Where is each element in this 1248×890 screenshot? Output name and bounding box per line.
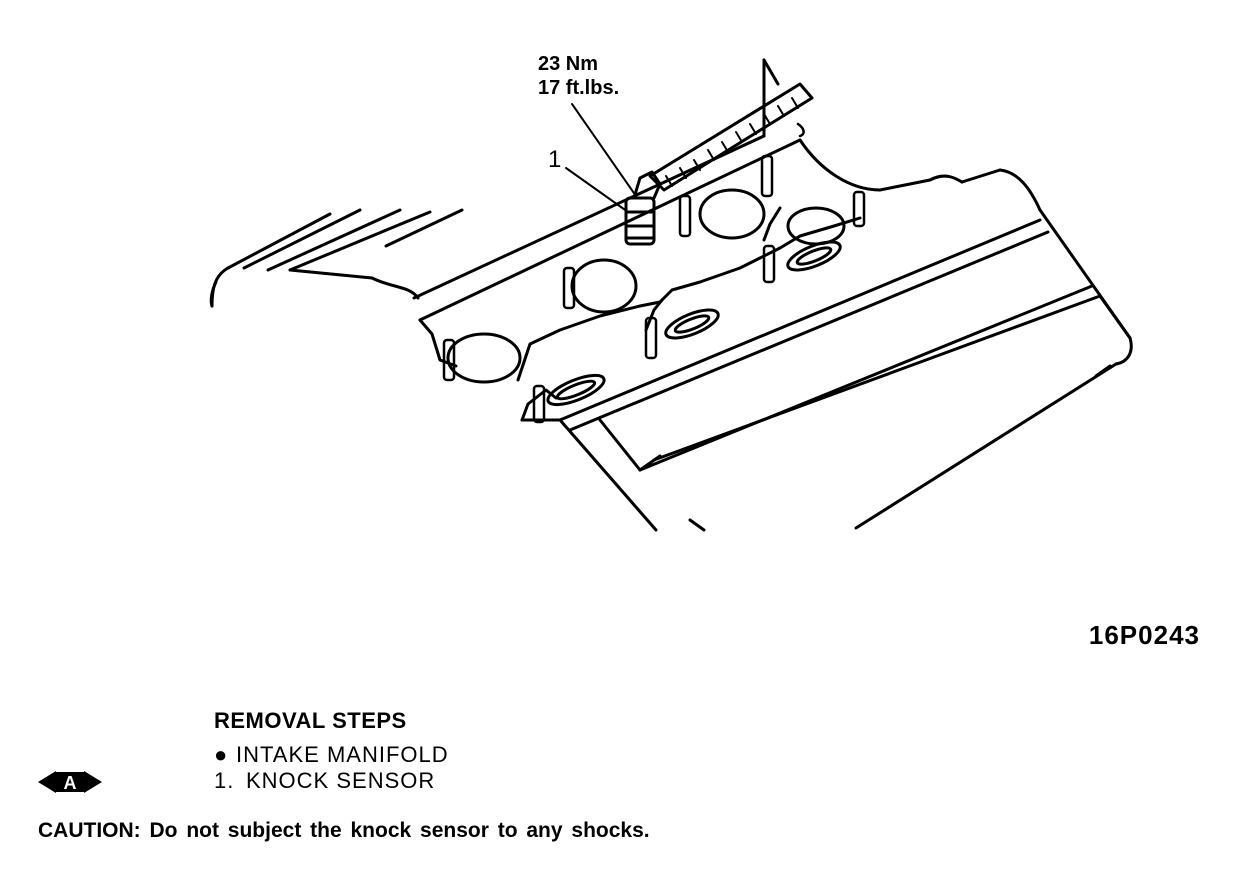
cylinder-head-outline — [412, 58, 1133, 532]
leader-lines — [565, 103, 637, 213]
step-item-intake-manifold: ● INTAKE MANIFOLD — [214, 742, 449, 768]
engine-block-diagram — [209, 58, 1133, 532]
torque-spec: 23 Nm 17 ft.lbs. — [538, 52, 619, 100]
service-point-marker-icon: A — [38, 771, 102, 793]
callout-number-1: 1 — [548, 146, 562, 173]
figure-code: 16P0243 — [1088, 620, 1200, 650]
oval-ports — [546, 240, 842, 407]
sensor-harness — [648, 82, 814, 192]
step-label: KNOCK SENSOR — [246, 768, 436, 793]
step-item-knock-sensor: 1. KNOCK SENSOR — [214, 768, 435, 794]
service-marker-letter: A — [64, 773, 77, 793]
step-number: 1. — [214, 768, 235, 793]
torque-ftlbs: 17 ft.lbs. — [538, 77, 620, 99]
torque-nm: 23 Nm — [538, 53, 599, 75]
intake-side-lines — [209, 208, 464, 308]
removal-steps-title: REMOVAL STEPS — [214, 708, 407, 733]
knock-sensor — [624, 170, 662, 246]
step-label: INTAKE MANIFOLD — [236, 742, 449, 767]
manifold-studs — [442, 154, 866, 424]
caution-note: CAUTION: Do not subject the knock sensor… — [38, 819, 650, 842]
bullet-marker: ● — [214, 742, 229, 767]
